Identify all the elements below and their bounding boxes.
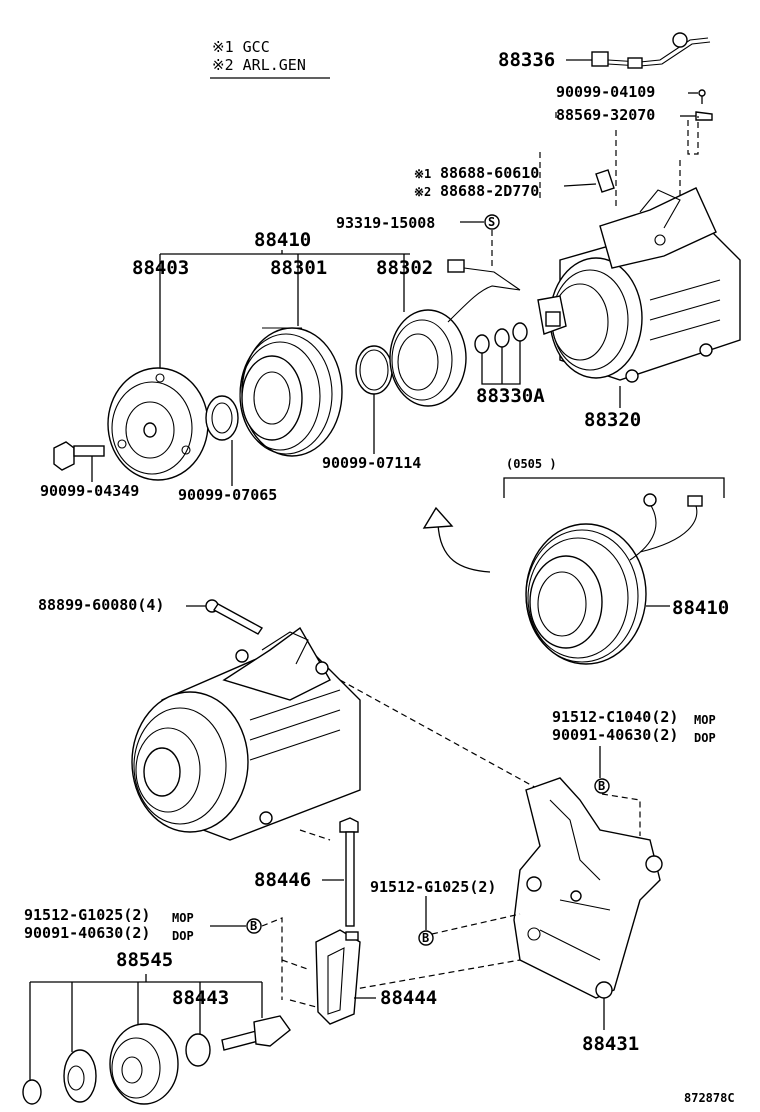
label-88569-32070: 88569-32070 [556, 106, 655, 124]
bolt-88899-60080 [205, 599, 264, 635]
label-88320: 88320 [584, 409, 641, 431]
label-88545: 88545 [116, 949, 173, 971]
label-88410-alt: 88410 [672, 597, 729, 619]
adjusting-bar-88444 [315, 929, 361, 1025]
figure-reference: 872878C [684, 1091, 735, 1105]
label-90099-07114: 90099-07114 [322, 454, 421, 472]
pulley-88301 [239, 327, 343, 457]
idler-parts-88545 [22, 1015, 291, 1105]
label-date-range: (0505 ) [506, 457, 557, 471]
label-90099-04109: 90099-04109 [556, 83, 655, 101]
bolt-88446 [339, 817, 359, 927]
symbol-b-left: B [250, 919, 257, 933]
label-88410-group: 88410 [254, 229, 311, 251]
label-90099-04349: 90099-04349 [40, 482, 139, 500]
bracket-88431 [513, 777, 663, 999]
symbol-b-center: B [422, 931, 429, 945]
label-88688-60610: 88688-60610 [440, 164, 539, 182]
label-88431: 88431 [582, 1033, 639, 1055]
symbol-b-right: B [598, 779, 605, 793]
label-91512-G1025-left: 91512-G1025(2) [24, 906, 150, 924]
clutch-assembly-88410-alt [525, 493, 703, 665]
label-88444: 88444 [380, 987, 437, 1009]
label-88330A: 88330A [476, 385, 545, 407]
compressor-88320 [537, 187, 741, 383]
label-mop-left: MOP [172, 911, 194, 925]
mark-2-a: ※2 [414, 185, 431, 199]
label-91512-G1025-center: 91512-G1025(2) [370, 878, 496, 896]
arrow-icon [422, 506, 491, 573]
label-88446: 88446 [254, 869, 311, 891]
note-arl-gen: ※2 ARL.GEN [212, 56, 306, 74]
shims-88330A [474, 322, 528, 354]
symbol-s: S [488, 215, 495, 229]
label-88443: 88443 [172, 987, 229, 1009]
bolt-90099-04349 [53, 441, 105, 471]
pressure-plate-88403 [107, 367, 209, 481]
label-dop-right: DOP [694, 731, 716, 745]
label-90091-40630-left: 90091-40630(2) [24, 924, 150, 942]
label-88688-2D770: 88688-2D770 [440, 182, 539, 200]
label-91512-C1040: 91512-C1040(2) [552, 708, 678, 726]
field-coil-88302 [389, 259, 521, 407]
note-gcc: ※1 GCC [212, 38, 270, 56]
label-88899-60080: 88899-60080(4) [38, 596, 164, 614]
snap-ring-90099-07114 [355, 345, 393, 395]
mark-1-a: ※1 [414, 167, 431, 181]
label-93319-15008: 93319-15008 [336, 214, 435, 232]
label-90091-40630-right: 90091-40630(2) [552, 726, 678, 744]
shim-90099-07065 [205, 395, 239, 441]
label-88336: 88336 [498, 49, 555, 71]
label-dop-left: DOP [172, 929, 194, 943]
sensor-wire-88336 [591, 32, 711, 69]
legend-notes: ※1 GCC ※2 ARL.GEN [210, 38, 330, 79]
label-90099-07065: 90099-07065 [178, 486, 277, 504]
compressor-assembly [131, 626, 361, 841]
label-mop-right: MOP [694, 713, 716, 727]
